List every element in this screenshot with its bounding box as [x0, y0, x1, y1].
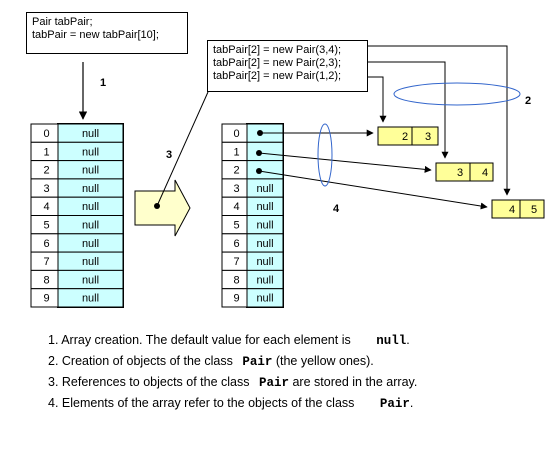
- left-array-index-label: 4: [43, 201, 49, 213]
- right-array-value-label: null: [256, 293, 273, 305]
- legend-text: 2. Creation of objects of the class: [48, 354, 233, 368]
- left-array-value-label: null: [82, 256, 99, 268]
- left-array-index-label: 3: [43, 183, 49, 195]
- left-array: 0 null 1 null 2 null 3 null 4 null 5 null 6 null 7 null…: [30, 123, 124, 308]
- legend-code: Pair: [242, 355, 273, 369]
- left-array-value-label: null: [82, 128, 99, 140]
- block-arrow: [134, 179, 191, 237]
- legend-text: 1. Array creation. The default value for…: [48, 333, 351, 347]
- left-array-index-label: 9: [43, 293, 49, 305]
- right-array-value-label: null: [256, 274, 273, 286]
- left-array-value-label: null: [82, 238, 99, 250]
- pair-box-1: 2 3: [377, 126, 439, 146]
- left-array-value-label: null: [82, 183, 99, 195]
- left-array-index-label: 5: [43, 220, 49, 232]
- marker-4: 4: [333, 203, 340, 215]
- marker-2: 2: [525, 95, 531, 107]
- legend-line-1: 1. Array creation. The default value for…: [48, 330, 417, 351]
- right-array-index-label: 6: [233, 238, 239, 250]
- ref-arrow-1: [258, 152, 432, 173]
- legend: 1. Array creation. The default value for…: [48, 330, 417, 414]
- left-array-value-label: null: [82, 146, 99, 158]
- left-array-value-label: null: [82, 293, 99, 305]
- left-array-value-label: null: [82, 165, 99, 177]
- right-array: 0 1 2 3 null 4 null 5 null 6 null 7 null 8 null 9 null: [221, 123, 284, 308]
- right-array-index-label: 0: [233, 128, 239, 140]
- legend-code: Pair: [258, 376, 289, 390]
- right-array-value-cell: [246, 141, 284, 162]
- right-array-index-label: 8: [233, 274, 239, 286]
- legend-text-end: .: [406, 333, 410, 347]
- right-array-index-label: 9: [233, 293, 239, 305]
- code-line: tabPair[2] = new Pair(3,4);: [213, 44, 342, 56]
- legend-line-2: 2. Creation of objects of the class Pair…: [48, 351, 417, 372]
- marker-3: 3: [166, 149, 172, 161]
- left-array-value-label: null: [82, 201, 99, 213]
- pair-box-3: 4 5: [491, 199, 545, 219]
- left-array-index-label: 6: [43, 238, 49, 250]
- left-array-index-label: 1: [43, 146, 49, 158]
- code-line: tabPair = new tabPair[10];: [32, 29, 159, 41]
- right-array-value-label: null: [256, 256, 273, 268]
- legend-line-3: 3. References to objects of the class Pa…: [48, 372, 417, 393]
- legend-line-4: 4. Elements of the array refer to the ob…: [48, 393, 417, 414]
- code-line: Pair tabPair;: [32, 16, 93, 28]
- legend-code: null: [376, 334, 407, 348]
- code-line: tabPair[2] = new Pair(1,2);: [213, 70, 342, 82]
- pair-box-2: 3 4: [435, 162, 494, 182]
- left-array-index-label: 7: [43, 256, 49, 268]
- pair-2-b: 4: [482, 167, 488, 179]
- legend-text-end: are stored in the array.: [292, 375, 418, 389]
- left-array-value-label: null: [82, 220, 99, 232]
- right-array-value-label: null: [256, 220, 273, 232]
- right-array-index-label: 5: [233, 220, 239, 232]
- ellipse-2: [393, 82, 521, 106]
- creation-line-1: [368, 45, 511, 196]
- left-array-value-cell: [57, 288, 124, 308]
- creation-line-3: [368, 76, 387, 123]
- marker-1: 1: [100, 77, 106, 89]
- right-array-value-cell: [246, 288, 284, 308]
- legend-text: 3. References to objects of the class: [48, 375, 250, 389]
- left-array-value-label: null: [82, 274, 99, 286]
- pair-2-a: 3: [457, 167, 463, 179]
- right-array-index-label: 1: [233, 146, 239, 158]
- right-array-index-label: 2: [233, 165, 239, 177]
- right-array-index-label: 7: [233, 256, 239, 268]
- creation-line-2: [368, 61, 449, 159]
- ref-arrow-2: [258, 170, 488, 210]
- right-array-index-label: 3: [233, 183, 239, 195]
- ellipse-4: [317, 123, 333, 187]
- pair-1-a: 2: [402, 131, 408, 143]
- code-line: tabPair[2] = new Pair(2,3);: [213, 57, 342, 69]
- right-array-value-label: null: [256, 238, 273, 250]
- legend-text-end: .: [409, 396, 414, 410]
- arrow-3: [156, 91, 209, 207]
- legend-text: 4. Elements of the array refer to the ob…: [48, 396, 355, 410]
- left-array-index-label: 2: [43, 165, 49, 177]
- legend-code: Pair: [379, 397, 410, 411]
- pair-1-b: 3: [425, 131, 431, 143]
- right-array-index-label: 4: [233, 201, 239, 213]
- left-array-index-label: 0: [43, 128, 49, 140]
- right-array-value-cell: [246, 160, 284, 180]
- legend-text-end: (the yellow ones).: [275, 354, 374, 368]
- pair-3-b: 5: [531, 204, 537, 216]
- right-array-value-label: null: [256, 183, 273, 195]
- pair-3-a: 4: [509, 204, 515, 216]
- code-box-declaration: Pair tabPair; tabPair = new tabPair[10];: [26, 12, 188, 54]
- right-array-value-label: null: [256, 201, 273, 213]
- code-box-assignments: tabPair[2] = new Pair(3,4); tabPair[2] =…: [207, 40, 368, 92]
- left-array-index-label: 8: [43, 274, 49, 286]
